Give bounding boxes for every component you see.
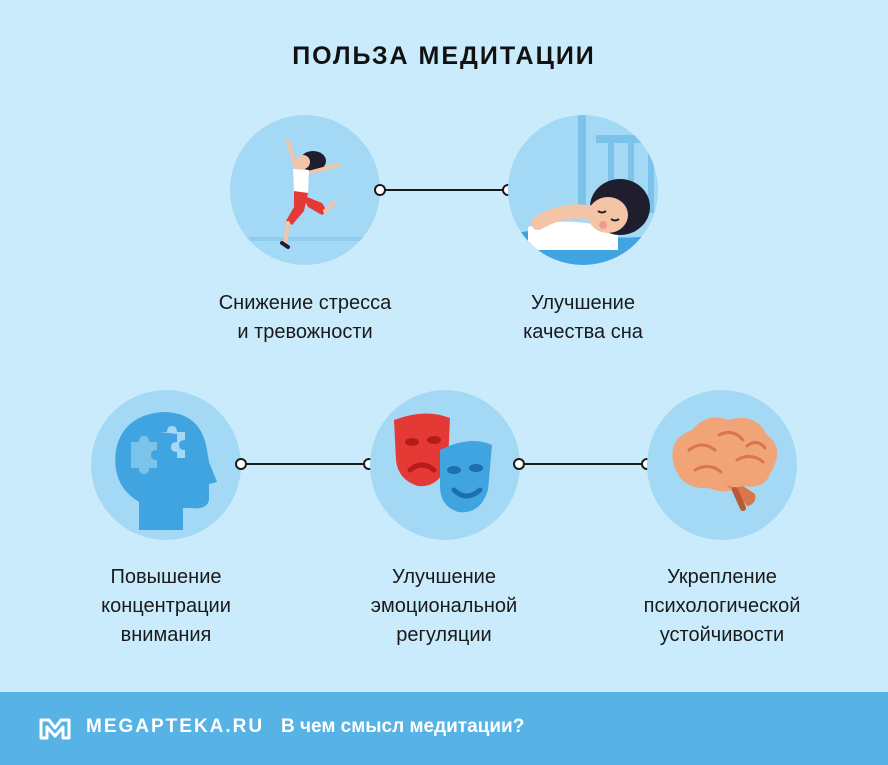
benefit-circle-stress [230, 115, 380, 265]
benefit-circle-sleep [508, 115, 658, 265]
head-puzzle-icon [115, 412, 217, 530]
benefit-circle-concentration [91, 390, 241, 540]
page-title: ПОЛЬЗА МЕДИТАЦИИ [292, 42, 596, 70]
benefit-label-emotion: Улучшение эмоциональной регуляции [370, 566, 518, 646]
benefit-circle-resilience [647, 390, 797, 540]
jumping-woman-icon [230, 139, 380, 249]
connector-dot [374, 184, 386, 196]
footer-bar: MEGAPTEKA.RU В чем смысл медитации? [0, 692, 888, 765]
footer-question: В чем смысл медитации? [281, 716, 525, 737]
benefit-circle-emotion [370, 390, 520, 540]
connector-dot [235, 458, 247, 470]
brand-name[interactable]: MEGAPTEKA.RU [86, 716, 265, 737]
connector-line [513, 458, 653, 470]
connector-line [374, 184, 514, 196]
brain-icon [672, 417, 778, 511]
connector-line [235, 458, 375, 470]
connector-dot [513, 458, 525, 470]
benefit-label-sleep: Улучшение качества сна [523, 292, 643, 343]
benefit-label-stress: Снижение стресса и тревожности [218, 292, 392, 343]
megapteka-logo-icon [39, 718, 71, 740]
benefit-label-resilience: Укрепление психологической устойчивости [643, 566, 801, 646]
benefit-label-concentration: Повышение концентрации внимания [101, 566, 231, 646]
sleeping-woman-icon [508, 115, 658, 265]
theater-masks-icon [394, 413, 492, 513]
